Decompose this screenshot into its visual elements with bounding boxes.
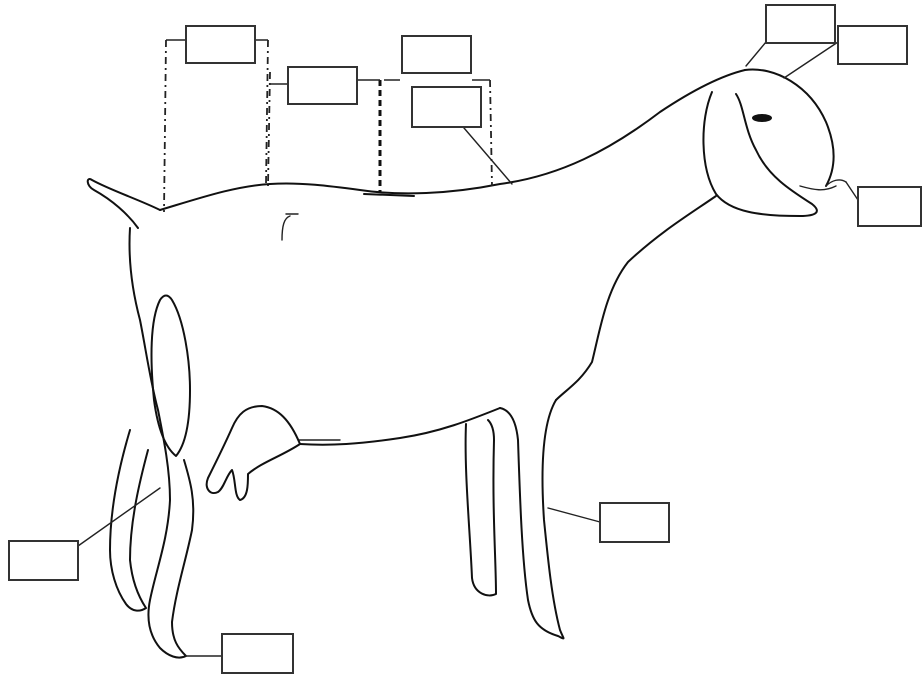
label-box-loin[interactable] [287, 66, 358, 105]
goat-front-leg-far [464, 419, 497, 597]
goat-tail [86, 178, 161, 229]
goat-neck-front [555, 195, 717, 401]
label-box-hind-leg[interactable] [8, 540, 79, 581]
goat-topline [159, 69, 746, 211]
goat-muzzle [799, 179, 847, 191]
leader-head-right [783, 41, 839, 79]
goat-hind-leg-far [109, 429, 149, 612]
goat-belly [299, 407, 501, 446]
rump-right-guide [265, 39, 269, 185]
goat-eye [752, 114, 772, 122]
back-right-guide [489, 79, 493, 187]
label-box-foreleg[interactable] [599, 502, 670, 543]
label-box-rump[interactable] [185, 25, 256, 64]
rump-left-guide [163, 39, 167, 213]
leader-hind-leg [77, 487, 161, 547]
goat-udder [205, 405, 301, 501]
leader-muzzle [845, 181, 859, 201]
label-box-back[interactable] [401, 35, 472, 74]
leader-foreleg [547, 507, 601, 523]
label-box-back-lower[interactable] [411, 86, 482, 128]
label-box-muzzle[interactable] [857, 186, 922, 227]
goat-hind-leg-inner [150, 294, 191, 457]
leader-back-lower [463, 127, 513, 185]
leader-lines [77, 41, 859, 657]
goat-ear [702, 91, 818, 217]
loin-left-guide [267, 71, 271, 187]
loin-top-bracket [270, 79, 380, 85]
label-box-head-left[interactable] [765, 4, 836, 44]
label-box-hind-hoof[interactable] [221, 633, 294, 674]
goat-body-mark [281, 213, 299, 241]
goat-hind-leg-near [128, 227, 195, 659]
label-box-head-right[interactable] [837, 25, 908, 65]
leader-head-left [745, 41, 767, 67]
goat-front-leg-near [499, 399, 565, 640]
measure-guides [163, 39, 493, 213]
goat-outline [86, 68, 847, 659]
back-base-line [363, 193, 415, 197]
goat-head [744, 68, 835, 187]
